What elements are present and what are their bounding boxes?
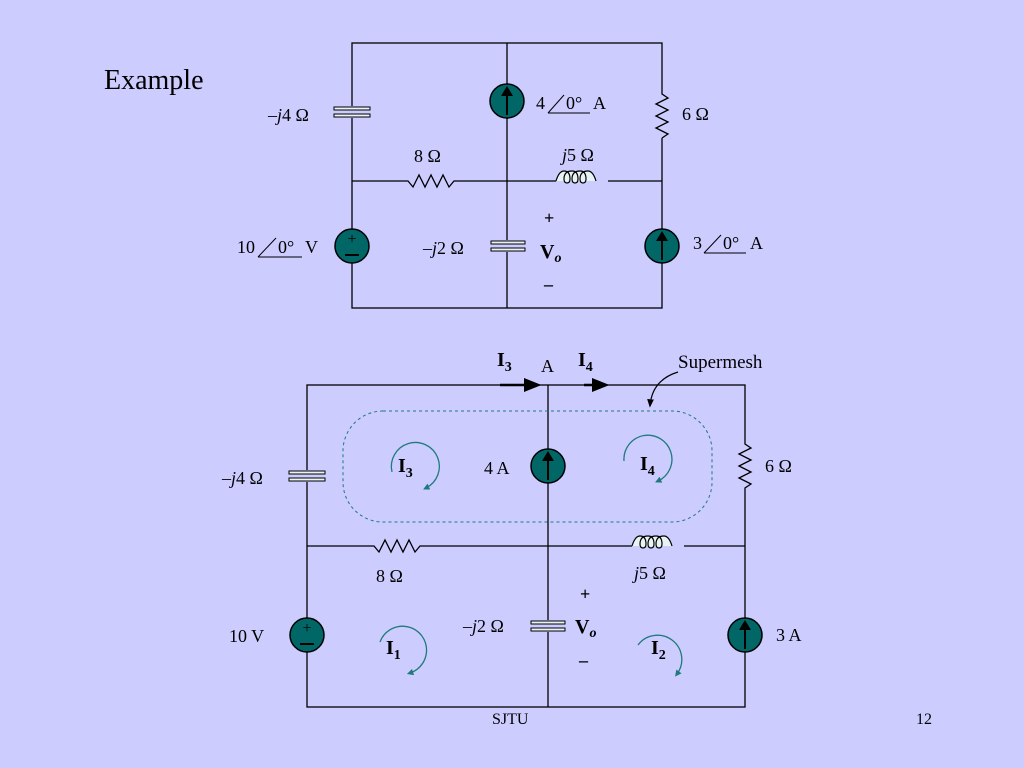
circuit1-source-right-magnitude: 3 bbox=[693, 233, 702, 253]
circuit1-output-label-main: V bbox=[540, 241, 555, 263]
mesh-i3-label: I3 bbox=[398, 455, 413, 481]
circuit2-current-source-middle-label: 4 A bbox=[484, 458, 510, 478]
mesh-i4-sub: 4 bbox=[648, 464, 655, 479]
mesh-i1-label: I1 bbox=[386, 637, 401, 663]
mesh-i4-loop-icon bbox=[623, 434, 673, 483]
circuit2-current-source-right bbox=[727, 617, 763, 653]
circuit2-arrow-i3-main: I bbox=[497, 349, 505, 371]
circuit2-arrow-i3-label: I3 bbox=[497, 349, 512, 375]
circuit2-inductor-label: j5 Ω bbox=[632, 563, 666, 583]
circuit1-source-right-angle: 0° bbox=[723, 233, 739, 253]
circuit1-source-right-phasor: 3 0° A bbox=[693, 233, 763, 254]
circuit1-resistor-right-label: 6 Ω bbox=[682, 104, 709, 124]
circuit1-output-plus: + bbox=[544, 208, 554, 228]
circuit2-resistor-middle-label: 8 Ω bbox=[376, 566, 403, 586]
circuit2-arrow-i3-sub: 3 bbox=[505, 360, 512, 375]
mesh-i3-main: I bbox=[398, 455, 406, 477]
circuit1-current-source-top bbox=[489, 83, 525, 119]
circuit2-capacitor-top bbox=[288, 470, 326, 482]
circuit2-arrow-i4-sub: 4 bbox=[586, 360, 593, 375]
circuit2-node-label: A bbox=[541, 356, 554, 376]
circuit1-voltage-magnitude: 10 bbox=[237, 237, 255, 257]
slide-title: Example bbox=[104, 65, 204, 96]
circuit2-output-plus: + bbox=[580, 584, 590, 604]
circuit1-output-label-sub: o bbox=[554, 251, 561, 266]
mesh-i4-label: I4 bbox=[640, 453, 655, 479]
circuit1-capacitor-top bbox=[333, 106, 371, 118]
slide-footer: SJTU bbox=[492, 711, 529, 728]
circuit1-resistor-middle-label: 8 Ω bbox=[414, 146, 441, 166]
circuit1-voltage-source-plus: + bbox=[347, 231, 356, 248]
circuit1-output-minus: – bbox=[543, 274, 554, 294]
circuit1-voltage-phasor: 10 0° V bbox=[237, 237, 318, 258]
circuit1-source-top-angle: 0° bbox=[566, 93, 582, 113]
circuit1-current-source-right bbox=[644, 228, 680, 264]
circuit2-arrow-i4-label: I4 bbox=[578, 349, 593, 375]
mesh-i4-main: I bbox=[640, 453, 648, 475]
mesh-i3-loop-icon bbox=[390, 441, 440, 490]
circuit1-capacitor-middle-label: –j2 Ω bbox=[422, 238, 464, 258]
circuit1-resistor-middle bbox=[404, 173, 458, 189]
circuit1-voltage-source: + bbox=[334, 228, 370, 264]
circuit2-arrow-i4-main: I bbox=[578, 349, 586, 371]
circuit2-capacitor-middle-label: –j2 Ω bbox=[462, 616, 504, 636]
mesh-i2-main: I bbox=[651, 637, 659, 659]
circuit1-source-top-unit: A bbox=[593, 93, 606, 113]
circuit1-resistor-right bbox=[654, 90, 670, 139]
circuit2-output-minus: – bbox=[578, 650, 589, 670]
circuit2-voltage-source-label: 10 V bbox=[229, 626, 264, 646]
mesh-i1-loop-icon bbox=[379, 625, 428, 676]
circuit2-inductor bbox=[631, 535, 684, 551]
circuit2-voltage-source: + bbox=[289, 617, 325, 653]
mesh-i3-sub: 3 bbox=[406, 466, 413, 481]
slide-page-number: 12 bbox=[916, 711, 932, 728]
mesh-i1-main: I bbox=[386, 637, 394, 659]
mesh-i2-sub: 2 bbox=[659, 648, 666, 663]
circuit2-output-label-sub: o bbox=[589, 626, 596, 641]
circuit2-resistor-right-label: 6 Ω bbox=[765, 456, 792, 476]
circuit1-output-label: Vo bbox=[540, 241, 561, 266]
circuit1-source-top-magnitude: 4 bbox=[536, 93, 545, 113]
circuit1-voltage-unit: V bbox=[305, 237, 318, 257]
mesh-i2-label: I2 bbox=[651, 637, 666, 663]
circuit2-voltage-source-plus: + bbox=[302, 620, 311, 637]
circuit2-output-label-main: V bbox=[575, 616, 590, 638]
circuit1-inductor bbox=[555, 170, 608, 186]
circuit1-inductor-label: j5 Ω bbox=[560, 145, 594, 165]
supermesh-outline bbox=[342, 410, 713, 523]
circuit1-source-right-unit: A bbox=[750, 233, 763, 253]
circuit2-resistor-middle bbox=[370, 538, 424, 554]
circuit1-voltage-angle: 0° bbox=[278, 237, 294, 257]
circuit1-source-top-phasor: 4 0° A bbox=[536, 93, 606, 114]
circuit1-capacitor-top-label: –j4 Ω bbox=[267, 105, 309, 125]
circuit1-capacitor-middle bbox=[490, 240, 526, 252]
circuit2-resistor-right bbox=[737, 440, 753, 492]
circuit2-current-source-middle bbox=[530, 448, 566, 484]
mesh-i1-sub: 1 bbox=[394, 648, 401, 663]
circuit2-capacitor-top-label: –j4 Ω bbox=[221, 468, 263, 488]
circuit-1 bbox=[351, 42, 663, 309]
supermesh-label: Supermesh bbox=[678, 352, 763, 373]
mesh-i2-loop-icon bbox=[637, 634, 683, 677]
supermesh-pointer bbox=[647, 371, 679, 408]
circuit2-capacitor-middle bbox=[530, 620, 566, 632]
circuit2-current-source-right-label: 3 A bbox=[776, 625, 802, 645]
circuit2-output-label: Vo bbox=[575, 616, 596, 641]
